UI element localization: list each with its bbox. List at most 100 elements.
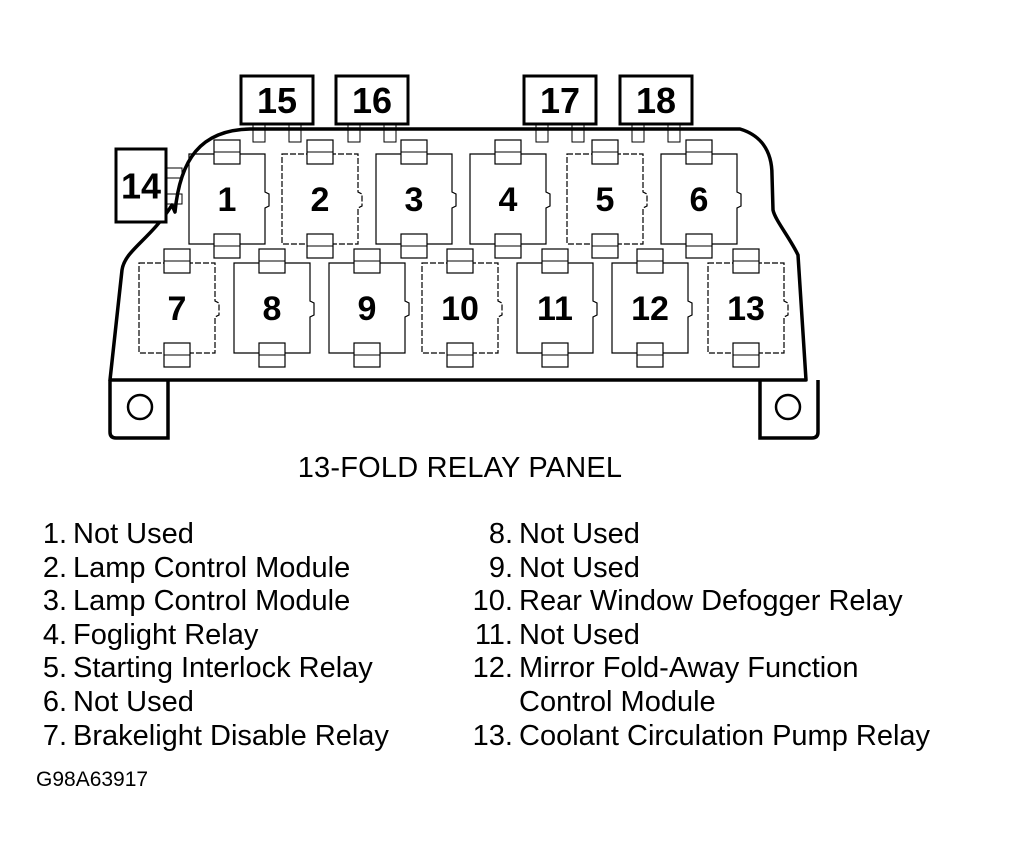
legend-item-number: 2. [42,551,67,584]
legend-item: 11.Not Used [462,619,930,653]
fuse-tab-box [239,74,315,126]
legend-item: 6.Not Used [36,686,389,720]
legend-item-text: Not Used [73,518,194,550]
fuse-tab-18: 18 [618,74,694,126]
relay-slot-9: 9 [328,248,410,368]
panel-title: 13-FOLD RELAY PANEL [297,452,623,484]
figure-code: G98A63917 [36,768,149,791]
fuse-tab-16: 16 [334,74,410,126]
legend-item-text: Brakelight Disable Relay [73,719,389,752]
legend-item: 12.Mirror Fold-Away Function [462,652,930,686]
right-mounting-bracket [758,380,820,440]
legend-item: 9.Not Used [462,552,930,586]
legend-item-text: Not Used [519,618,640,651]
relay-slot-number: 3 [405,181,424,219]
fuse-tab-connector [347,123,361,143]
legend-item-number: 12. [472,652,513,685]
relay-slot-5: 5 [566,139,648,259]
legend-item-text: Starting Interlock Relay [73,652,373,685]
legend-item-text: Not Used [73,685,194,718]
relay-slot-1: 1 [188,139,270,259]
fuse-tab-connector [631,123,645,143]
legend-item: 3.Lamp Control Module [36,585,389,619]
legend-item: 2.Lamp Control Module [36,552,389,586]
legend-item: 1.Not Used [36,518,389,552]
relay-slot-number: 8 [263,290,282,328]
legend-item-number: 6. [42,685,67,718]
fuse-tab-connector [383,123,397,143]
fuse-tab-number: 18 [636,80,676,121]
legend-item-text: Foglight Relay [73,618,259,651]
relay-slot-10: 10 [421,248,503,368]
fuse-tab-17: 17 [522,74,598,126]
legend-item: 10.Rear Window Defogger Relay [462,585,930,619]
legend-item-number: 5. [42,652,67,685]
legend-item-number: 1. [42,518,67,550]
fuse-tab-box [114,147,168,224]
legend-item-number: 10. [472,585,513,618]
fuse-tab-connector [667,123,681,143]
left-mounting-hole [126,393,154,421]
left-mounting-bracket [108,380,170,440]
relay-slot-number: 12 [631,290,669,328]
relay-slot-8: 8 [233,248,315,368]
fuse-tab-connector [165,167,183,179]
relay-slot-number: 10 [441,290,479,328]
fuse-tab-connector [571,123,585,143]
legend-item-number: 13. [472,719,513,752]
panel-housing-outline [108,127,808,382]
relay-slot-number: 6 [690,181,709,219]
legend-item-text: Not Used [519,518,640,550]
relay-slot-number: 11 [537,290,573,328]
legend-item-text: Coolant Circulation Pump Relay [519,719,931,752]
relay-slot-number: 2 [311,181,330,219]
fuse-tab-box [522,74,598,126]
relay-slot-number: 4 [499,181,518,219]
relay-slot-number: 9 [358,290,377,328]
relay-slot-number: 1 [218,181,237,219]
legend-item-text: Not Used [519,551,640,584]
fuse-tab-connector [288,123,302,143]
fuse-tab-14: 14 [114,147,168,224]
legend-item: 8.Not Used [462,518,930,552]
legend-item-number: 7. [42,719,67,752]
fuse-tab-15: 15 [239,74,315,126]
relay-slot-13: 13 [707,248,789,368]
legend-item-text: Lamp Control Module [73,585,351,618]
relay-slot-number: 5 [596,181,615,219]
legend-item: 5.Starting Interlock Relay [36,652,389,686]
legend-item-number: 3. [42,585,67,618]
relay-slot-2: 2 [281,139,363,259]
fuse-tab-connector [165,193,183,205]
relay-slot-11: 11 [516,248,598,368]
fuse-tab-connector [535,123,549,143]
legend-item-number: 4. [42,618,67,651]
relay-slot-number: 13 [727,290,765,328]
legend-item: Control Module [462,686,930,720]
legend-item-text: Lamp Control Module [73,551,351,584]
legend-item-text: Mirror Fold-Away Function [519,652,859,685]
legend-item-text: Control Module [519,685,716,718]
legend-item-number: 9. [488,551,513,584]
fuse-tab-number: 17 [540,80,580,121]
fuse-tab-number: 15 [257,80,297,121]
legend-item-number: 11. [474,618,513,651]
legend-item-text: Rear Window Defogger Relay [519,585,903,618]
relay-slot-4: 4 [469,139,551,259]
fuse-tab-box [334,74,410,126]
legend-item: 7.Brakelight Disable Relay [36,720,389,754]
fuse-tab-box [618,74,694,126]
relay-slot-6: 6 [660,139,742,259]
legend-item: 4.Foglight Relay [36,619,389,653]
fuse-tab-number: 16 [352,80,392,121]
relay-slot-7: 7 [138,248,220,368]
fuse-tab-connector [252,123,266,143]
right-mounting-hole [774,393,802,421]
legend-item-number: 8. [488,518,513,550]
relay-slot-number: 7 [168,290,187,328]
legend-item: 13.Coolant Circulation Pump Relay [462,720,930,754]
legend-item-number [462,686,519,720]
relay-slot-3: 3 [375,139,457,259]
